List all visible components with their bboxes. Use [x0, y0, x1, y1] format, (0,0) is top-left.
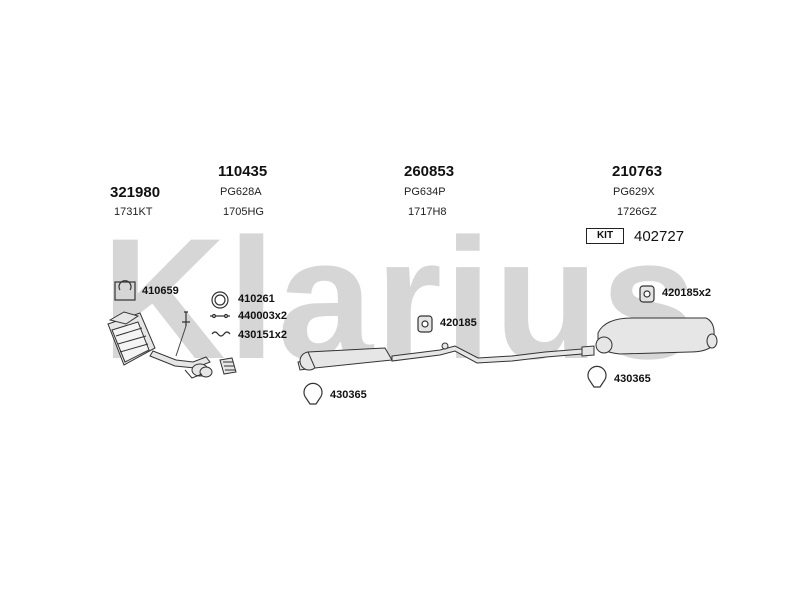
part-number-321980[interactable]: 321980 — [110, 184, 161, 201]
kit-number[interactable]: 402727 — [634, 228, 685, 245]
lambda-sensor-icon — [182, 311, 190, 326]
part-number-110435[interactable]: 110435 — [218, 163, 268, 180]
fitting-label-410659[interactable]: 410659 — [142, 285, 179, 297]
fitting-label-420185[interactable]: 420185 — [440, 317, 477, 329]
part-number-260853[interactable]: 260853 — [404, 163, 455, 180]
fitting-label-410261[interactable]: 410261 — [238, 293, 275, 305]
part-code-PG629X: PG629X — [613, 186, 655, 198]
clamp-icon — [114, 280, 136, 301]
part-code-PG634P: PG634P — [404, 186, 446, 198]
fitting-label-430151x2[interactable]: 430151x2 — [238, 329, 287, 341]
spring-icon — [211, 331, 231, 337]
fitting-label-420185x2[interactable]: 420185x2 — [662, 287, 711, 299]
fitting-label-430365-rear[interactable]: 430365 — [614, 373, 651, 385]
center-silencer-icon — [297, 342, 583, 371]
gasket-ring-icon — [211, 291, 229, 309]
part-ref-1726GZ: 1726GZ — [617, 206, 657, 218]
catalytic-converter-icon — [107, 311, 156, 366]
fitting-label-430365-center[interactable]: 430365 — [330, 389, 367, 401]
part-ref-1705HG: 1705HG — [223, 206, 264, 218]
part-code-PG628A: PG628A — [220, 186, 262, 198]
leader-line — [175, 325, 187, 357]
clamp-icon — [303, 382, 323, 405]
front-pipe-icon — [149, 350, 213, 379]
kit-badge: KIT — [586, 228, 624, 244]
rubber-mount-icon — [639, 285, 655, 303]
part-ref-1717H8: 1717H8 — [408, 206, 447, 218]
part-number-210763[interactable]: 210763 — [612, 163, 663, 180]
clamp-icon — [587, 365, 607, 388]
rear-silencer-icon — [581, 317, 718, 357]
flexi-pipe-icon — [219, 357, 237, 375]
fitting-label-440003x2[interactable]: 440003x2 — [238, 310, 287, 322]
part-ref-1731KT: 1731KT — [114, 206, 153, 218]
bolt-icon — [210, 313, 230, 319]
rubber-mount-icon — [417, 315, 433, 333]
